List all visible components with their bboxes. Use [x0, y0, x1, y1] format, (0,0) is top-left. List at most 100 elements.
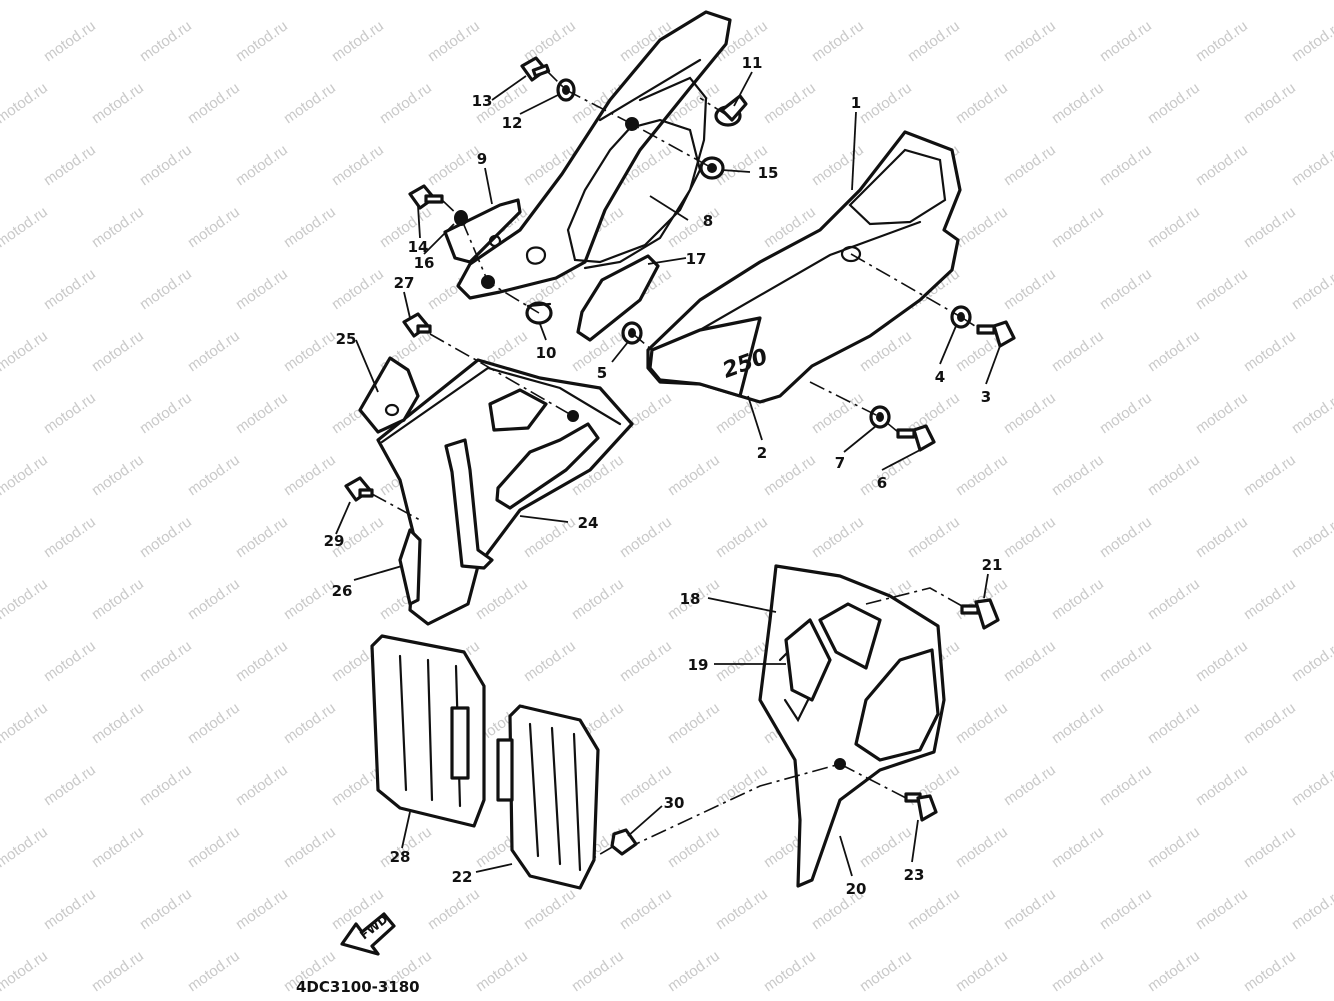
watermark-text: motod.ru	[137, 389, 195, 437]
callout-21: 21	[982, 556, 1003, 574]
watermark-text: motod.ru	[233, 389, 291, 437]
watermark-text: motod.ru	[1289, 885, 1334, 933]
callout-20: 20	[846, 880, 867, 898]
watermark-text: motod.ru	[1289, 513, 1334, 561]
watermark-text: motod.ru	[617, 885, 675, 933]
watermark-text: motod.ru	[41, 885, 99, 933]
watermark-text: motod.ru	[89, 947, 147, 995]
diagram-code: 4DC3100-3180	[296, 978, 420, 996]
watermark-text: motod.ru	[281, 823, 339, 871]
watermark-text: motod.ru	[809, 17, 867, 65]
watermark-text: motod.ru	[1049, 327, 1107, 375]
watermark-text: motod.ru	[761, 451, 819, 499]
part-19-shroud-emblem	[784, 618, 832, 702]
leader-lines	[335, 71, 1001, 877]
watermark-text: motod.ru	[89, 327, 147, 375]
watermark-text: motod.ru	[329, 17, 387, 65]
watermark-text: motod.ru	[569, 575, 627, 623]
watermark-text: motod.ru	[1241, 947, 1299, 995]
watermark-text: motod.ru	[137, 265, 195, 313]
watermark-text: motod.ru	[1001, 265, 1059, 313]
watermark-text: motod.ru	[1049, 575, 1107, 623]
watermark-text: motod.ru	[0, 141, 3, 189]
watermark-text: motod.ru	[1001, 17, 1059, 65]
watermark-text: motod.ru	[185, 0, 243, 3]
watermark-text: motod.ru	[1145, 451, 1203, 499]
watermark-text: motod.ru	[425, 17, 483, 65]
part-17-emblem	[576, 254, 660, 342]
watermark-text: motod.ru	[1241, 327, 1299, 375]
watermark-text: motod.ru	[1145, 575, 1203, 623]
watermark-text: motod.ru	[761, 947, 819, 995]
watermark-text: motod.ru	[1049, 203, 1107, 251]
watermark-text: motod.ru	[0, 17, 3, 65]
watermark-text: motod.ru	[521, 17, 579, 65]
watermark-text: motod.ru	[1193, 389, 1251, 437]
watermark-text: motod.ru	[617, 513, 675, 561]
callout-2: 2	[757, 444, 767, 462]
watermark-text: motod.ru	[1193, 513, 1251, 561]
watermark-text: motod.ru	[1097, 265, 1155, 313]
bolt-23	[904, 792, 938, 822]
watermark-text: motod.ru	[1241, 451, 1299, 499]
assembly-lines	[371, 69, 979, 861]
watermark-text: motod.ru	[233, 513, 291, 561]
watermark-text: motod.ru	[185, 327, 243, 375]
callout-7: 7	[835, 454, 845, 472]
watermark-text: motod.ru	[185, 79, 243, 127]
watermark-text: motod.ru	[329, 265, 387, 313]
watermark-text: motod.ru	[665, 0, 723, 3]
watermark-text: motod.ru	[905, 17, 963, 65]
callout-4: 4	[935, 368, 945, 386]
grommet-11	[714, 94, 748, 127]
part-28-radiator-guard	[370, 634, 486, 828]
watermark-text: motod.ru	[137, 513, 195, 561]
watermark-text: motod.ru	[281, 451, 339, 499]
watermark-text: motod.ru	[1145, 947, 1203, 995]
bolt-3	[976, 320, 1016, 348]
watermark-text: motod.ru	[1193, 265, 1251, 313]
watermark-text: motod.ru	[1145, 327, 1203, 375]
callout-24: 24	[578, 514, 599, 532]
watermark-text: motod.ru	[41, 761, 99, 809]
part-2-side-cover-decal: 250	[648, 316, 771, 398]
watermark-text: motod.ru	[185, 947, 243, 995]
watermark-text: motod.ru	[233, 265, 291, 313]
callout-27: 27	[394, 274, 415, 292]
watermark-text: motod.ru	[89, 203, 147, 251]
callout-22: 22	[452, 868, 473, 886]
watermark-text: motod.ru	[41, 513, 99, 561]
watermark-text: motod.ru	[0, 885, 3, 933]
watermark-text: motod.ru	[137, 17, 195, 65]
watermark-text: motod.ru	[89, 451, 147, 499]
bolt-14	[408, 184, 444, 210]
watermark-text: motod.ru	[665, 451, 723, 499]
watermark-text: motod.ru	[0, 699, 51, 747]
watermark-text: motod.ru	[281, 0, 339, 3]
callout-30: 30	[664, 794, 685, 812]
watermark-text: motod.ru	[137, 885, 195, 933]
watermark-text: motod.ru	[41, 265, 99, 313]
callout-3: 3	[981, 388, 991, 406]
part-26-shroud-decal-lower	[398, 528, 422, 606]
watermark-text: motod.ru	[905, 885, 963, 933]
watermark-text: motod.ru	[1097, 389, 1155, 437]
watermark-text: motod.ru	[233, 637, 291, 685]
callout-12: 12	[502, 114, 523, 132]
part-25-shroud-decal	[358, 356, 420, 434]
watermark-text: motod.ru	[89, 575, 147, 623]
watermark-text: motod.ru	[1049, 699, 1107, 747]
watermark-text: motod.ru	[473, 575, 531, 623]
callout-1: 1	[851, 94, 861, 112]
watermark-text: motod.ru	[1145, 79, 1203, 127]
watermark-text: motod.ru	[953, 823, 1011, 871]
washer-7	[869, 405, 891, 429]
watermark-text: motod.ru	[89, 79, 147, 127]
watermark-text: motod.ru	[377, 0, 435, 3]
watermark-text: motod.ru	[953, 451, 1011, 499]
watermark-text: motod.ru	[1193, 17, 1251, 65]
callout-19: 19	[688, 656, 709, 674]
watermark-text: motod.ru	[1097, 141, 1155, 189]
